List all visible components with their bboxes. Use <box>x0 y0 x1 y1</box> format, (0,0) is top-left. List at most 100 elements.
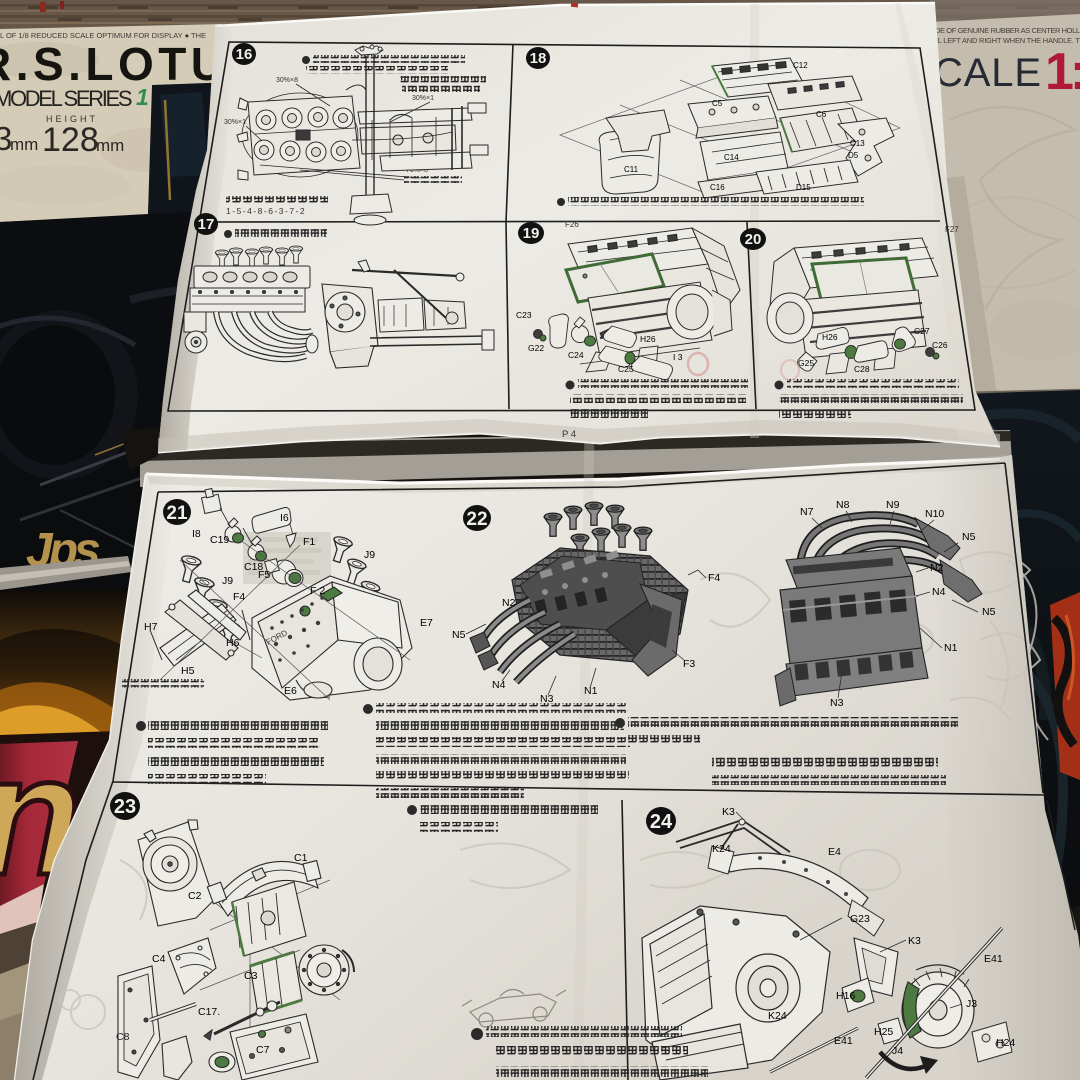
svg-text:EL LEFT AND RIGHT WHEN THE HAN: EL LEFT AND RIGHT WHEN THE HANDLE. T <box>933 36 1080 45</box>
svg-text:G25: G25 <box>798 358 814 368</box>
svg-text:75%×8: 75%×8 <box>406 167 428 174</box>
svg-text:mm: mm <box>96 136 124 155</box>
svg-text:E7: E7 <box>420 617 433 629</box>
svg-text:C19: C19 <box>210 534 229 546</box>
svg-text:MODEL SERIES: MODEL SERIES <box>0 86 132 111</box>
svg-text:H16: H16 <box>836 990 855 1002</box>
svg-text:P 4: P 4 <box>562 429 576 440</box>
svg-text:C5: C5 <box>712 99 723 108</box>
svg-text:D5: D5 <box>848 151 859 160</box>
svg-text:F1: F1 <box>303 536 315 548</box>
svg-text:H5: H5 <box>181 665 195 677</box>
svg-text:3: 3 <box>0 120 12 157</box>
svg-text:N5: N5 <box>982 606 996 618</box>
svg-text:E41: E41 <box>834 1035 853 1047</box>
svg-text:H6: H6 <box>226 637 240 649</box>
svg-text:20: 20 <box>745 231 762 248</box>
svg-text:22: 22 <box>466 509 487 530</box>
svg-text:C6: C6 <box>816 110 827 119</box>
svg-text:C27: C27 <box>914 326 930 336</box>
svg-text:F26: F26 <box>565 220 579 229</box>
svg-text:E4: E4 <box>828 846 841 858</box>
svg-text:K3: K3 <box>722 806 735 818</box>
svg-text:C7: C7 <box>256 1044 270 1056</box>
svg-text:C26: C26 <box>932 340 948 350</box>
svg-text:1: 1 <box>136 84 149 110</box>
svg-text:N10: N10 <box>925 508 944 520</box>
svg-text:C12: C12 <box>793 61 808 70</box>
svg-text:N9: N9 <box>886 499 900 511</box>
svg-text:H7: H7 <box>144 621 158 633</box>
svg-text:C18: C18 <box>244 561 263 573</box>
svg-text:I6: I6 <box>280 512 289 524</box>
svg-text:C14: C14 <box>724 153 739 162</box>
svg-text:H26: H26 <box>640 334 656 344</box>
svg-text:1:: 1: <box>1045 43 1080 101</box>
svg-text:F27: F27 <box>945 225 959 234</box>
svg-text:G23: G23 <box>850 913 870 925</box>
svg-text:N5: N5 <box>962 531 976 543</box>
svg-text:HEIGHT: HEIGHT <box>46 114 98 124</box>
svg-text:D15: D15 <box>796 183 811 192</box>
svg-text:H25: H25 <box>874 1026 893 1038</box>
svg-text:K3: K3 <box>908 935 921 947</box>
svg-text:N3: N3 <box>540 693 554 705</box>
svg-text:23: 23 <box>114 796 136 818</box>
svg-text:16: 16 <box>236 46 253 63</box>
svg-text:C28: C28 <box>854 364 870 374</box>
svg-text:N5: N5 <box>452 629 466 641</box>
svg-text:H24: H24 <box>996 1037 1015 1049</box>
svg-text:C17.: C17. <box>198 1006 220 1018</box>
svg-text:J9: J9 <box>364 549 375 561</box>
svg-text:17: 17 <box>198 216 215 233</box>
svg-text:N2: N2 <box>930 562 944 574</box>
svg-text:F3: F3 <box>683 658 695 670</box>
svg-text:N4: N4 <box>932 586 946 598</box>
svg-text:N3: N3 <box>830 697 844 709</box>
svg-text:F 2: F 2 <box>310 585 325 597</box>
svg-text:128: 128 <box>42 121 99 159</box>
svg-text:30%×8: 30%×8 <box>276 77 298 84</box>
svg-text:19: 19 <box>523 225 540 242</box>
svg-text:C3: C3 <box>244 970 258 982</box>
svg-text:E6: E6 <box>284 685 297 697</box>
svg-text:C2: C2 <box>188 890 202 902</box>
svg-text:N1: N1 <box>944 642 958 654</box>
svg-text:1-5-4-8-6-3-7-2: 1-5-4-8-6-3-7-2 <box>226 206 306 216</box>
svg-text:30%×1: 30%×1 <box>412 95 434 102</box>
svg-text:C16: C16 <box>710 183 725 192</box>
svg-text:N8: N8 <box>836 499 850 511</box>
svg-text:H26: H26 <box>822 332 838 342</box>
svg-text:K24: K24 <box>768 1010 787 1022</box>
svg-text:F5: F5 <box>258 569 270 581</box>
svg-text:C24: C24 <box>568 350 584 360</box>
svg-text:mm: mm <box>10 135 38 154</box>
svg-text:N7: N7 <box>800 506 814 518</box>
svg-text:N4: N4 <box>492 679 506 691</box>
svg-text:C13: C13 <box>850 139 865 148</box>
svg-text:C8: C8 <box>116 1031 130 1043</box>
svg-text:C4: C4 <box>152 953 166 965</box>
svg-text:I8: I8 <box>192 528 201 540</box>
svg-text:C25: C25 <box>618 364 634 374</box>
svg-text:N1: N1 <box>584 685 598 697</box>
svg-text:J4: J4 <box>892 1045 903 1057</box>
svg-text:F4: F4 <box>708 572 720 584</box>
svg-text:30%×1: 30%×1 <box>224 119 246 126</box>
svg-text:21: 21 <box>166 503 188 524</box>
svg-text:E41: E41 <box>984 953 1003 965</box>
svg-text:K24: K24 <box>712 843 731 855</box>
svg-text:J3: J3 <box>966 998 977 1010</box>
svg-text:I 3: I 3 <box>673 352 683 362</box>
svg-text:C1: C1 <box>294 852 308 864</box>
svg-text:C23: C23 <box>516 310 532 320</box>
svg-text:18: 18 <box>530 50 547 67</box>
svg-text:G22: G22 <box>528 343 544 353</box>
svg-text:24: 24 <box>650 811 673 833</box>
svg-text:N2: N2 <box>502 597 516 609</box>
svg-text:CALE: CALE <box>934 51 1040 95</box>
svg-text:C11: C11 <box>624 165 639 174</box>
svg-text:J9: J9 <box>222 575 233 587</box>
svg-text:L OF 1/8 REDUCED SCALE OPTIMUM: L OF 1/8 REDUCED SCALE OPTIMUM FOR DISPL… <box>0 31 206 40</box>
svg-text:F4: F4 <box>233 591 245 603</box>
